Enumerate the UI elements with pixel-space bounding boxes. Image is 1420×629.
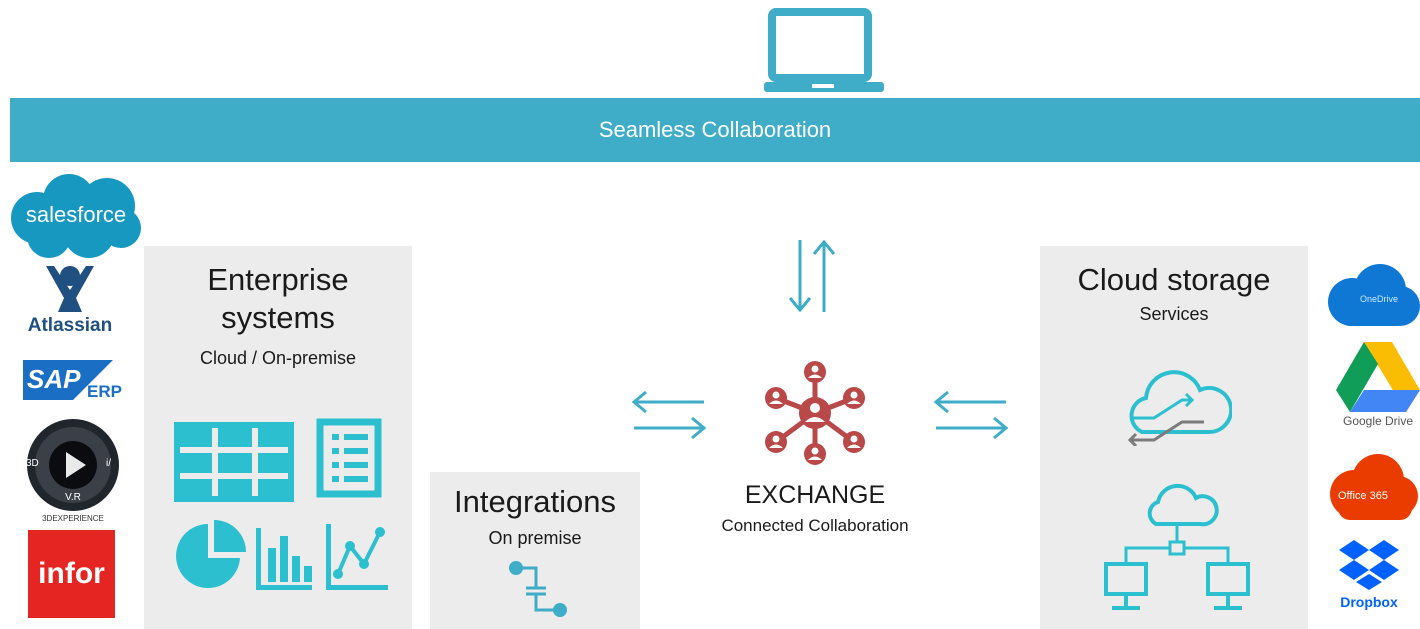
table-grid-icon <box>174 422 294 502</box>
laptop-icon <box>764 8 884 94</box>
exchange-subtitle: Connected Collaboration <box>721 516 909 535</box>
seamless-collaboration-banner: Seamless Collaboration <box>10 98 1420 162</box>
exchange-title: EXCHANGE <box>744 481 886 509</box>
3dexperience-logo: 3D i/ V.R 3DEXPERIENCE <box>22 418 124 523</box>
salesforce-logo: salesforce <box>9 172 143 260</box>
vr-text: V.R <box>65 492 81 503</box>
integrations-panel: Integrations On premise <box>430 472 640 629</box>
atlassian-figure-icon <box>46 266 94 312</box>
google-drive-text: Google Drive <box>1342 414 1414 428</box>
salesforce-text: salesforce <box>25 202 127 227</box>
left-exchange-arrows-icon <box>630 390 708 440</box>
enterprise-systems-panel: Enterprise systems Cloud / On-premise <box>144 246 412 629</box>
office365-text: Office 365 <box>1338 490 1388 502</box>
cloud-storage-panel: Cloud storage Services <box>1040 246 1308 629</box>
google-drive-logo <box>1336 342 1420 412</box>
cloud-title: Cloud storage <box>1077 262 1271 297</box>
infor-logo: infor <box>28 530 115 618</box>
integrations-title: Integrations <box>454 484 616 519</box>
sap-erp-logo: SAP ERP <box>23 360 122 401</box>
3d-text: 3D <box>26 458 39 469</box>
atlassian-logo: Atlassian <box>24 262 116 337</box>
onedrive-text: OneDrive <box>1360 294 1399 304</box>
enterprise-subtitle: Cloud / On-premise <box>199 348 357 368</box>
office365-logo: Office 365 <box>1328 452 1420 522</box>
cloud-sync-icon <box>1120 370 1232 446</box>
bar-chart-icon <box>256 528 312 590</box>
enterprise-title-line1: Enterprise <box>207 262 349 297</box>
if-text: i/ <box>106 458 111 469</box>
atlassian-text: Atlassian <box>27 315 113 336</box>
sap-text: SAP <box>27 364 81 394</box>
checklist-icon <box>316 418 382 498</box>
right-exchange-arrows-icon <box>932 390 1010 440</box>
cloud-network-computers-icon <box>1104 480 1250 618</box>
banner-label: Seamless Collaboration <box>598 117 832 142</box>
erp-text: ERP <box>87 382 122 401</box>
3dexperience-text: 3DEXPERIENCE <box>42 514 104 523</box>
integrations-subtitle: On premise <box>488 528 582 548</box>
onedrive-logo: OneDrive <box>1324 262 1420 330</box>
integration-connector-icon <box>508 558 568 618</box>
exchange-network-icon <box>762 358 868 468</box>
line-chart-icon <box>326 524 388 590</box>
dropbox-logo: Dropbox <box>1338 540 1400 610</box>
dropbox-box-icon <box>1339 540 1399 590</box>
infor-text: infor <box>38 557 105 590</box>
vertical-exchange-arrows-icon <box>782 236 842 316</box>
enterprise-title-line2: systems <box>221 300 335 335</box>
dropbox-text: Dropbox <box>1340 594 1398 610</box>
pie-chart-icon <box>176 520 246 590</box>
cloud-subtitle: Services <box>1139 304 1209 324</box>
